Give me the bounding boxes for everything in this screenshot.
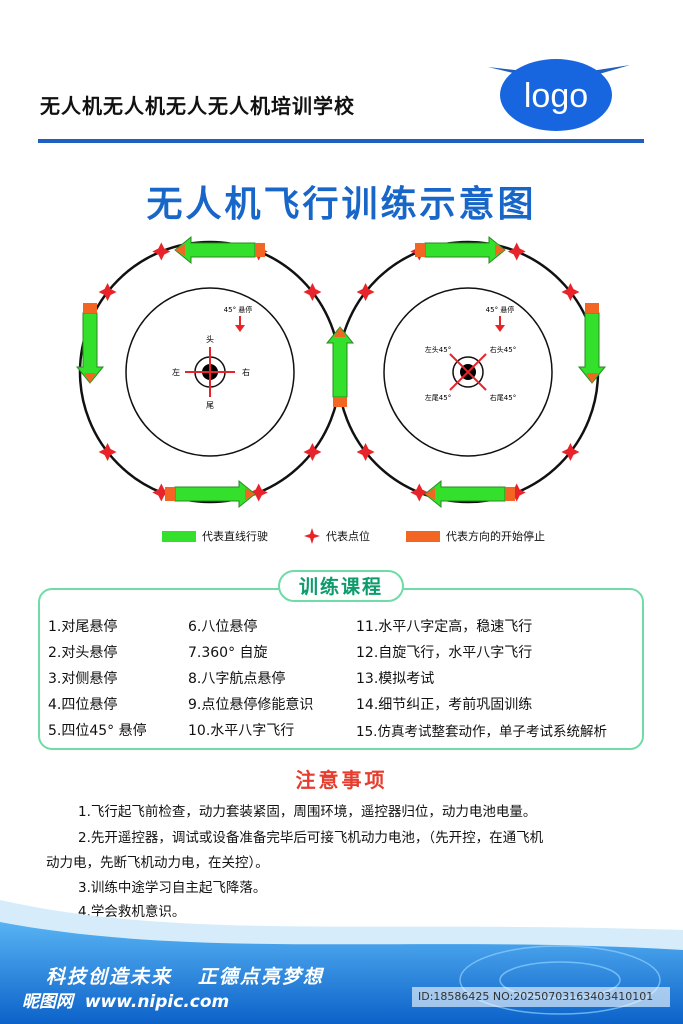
right-hover-arrow [495,325,505,332]
course-item: 12.自旋飞行，水平八字飞行 [356,645,533,661]
right-right-head-label: 右头45° [490,345,516,354]
legend: 代表直线行驶 代表点位 代表方向的开始停止 [162,528,545,544]
course-item: 13.模拟考试 [356,671,435,687]
left-left-label: 左 [172,367,180,377]
straight-arrow [75,303,105,384]
point-star-icon [303,282,322,301]
logo-text: logo [524,77,588,115]
notice-line: 1.飞行起飞前检查，动力套装紧固，周围环境，遥控器归位，动力电池电量。 [78,804,537,820]
straight-arrows [75,235,607,509]
left-right-label: 右 [242,367,250,377]
course-item: 15.仿真考试整套动作，单子考试系统解析 [356,724,607,740]
legend-green-bar-icon [162,530,196,542]
legend-orange-bar-icon [406,530,440,542]
right-inner-circle [383,287,553,457]
left-inner-circle [125,287,295,457]
point-star-icon [356,282,375,301]
straight-arrow [165,479,256,509]
course-item: 7.360° 自旋 [188,645,268,661]
right-circle-group: 左头45° 右头45° 左尾45° 右尾45° 45° 悬停 [336,240,600,504]
left-hover-arrow [235,325,245,332]
course-item: 1.对尾悬停 [48,619,118,635]
straight-arrow [577,303,607,384]
point-star-icon [303,443,322,462]
course-item: 10.水平八字飞行 [188,723,295,739]
image-id-strip: ID:18586425 NO:20250703163403410101 [412,987,670,1007]
course-item: 5.四位45° 悬停 [48,723,147,739]
slogan: 科技创造未来 正德点亮梦想 [46,966,324,988]
point-star-icon [356,443,375,462]
page-title: 无人机飞行训练示意图 [146,184,537,225]
point-star-icon [507,483,526,502]
notice-line: 2.先开遥控器，调试或设备准备完毕后可接飞机动力电池，（先开控，在通飞机 [78,830,544,846]
point-star-icon [152,483,171,502]
right-center-ring [452,356,484,388]
legend-item-straight: 代表直线行驶 [162,528,268,544]
left-hover-label: 45° 悬停 [224,305,253,314]
point-star-icon [561,282,580,301]
point-star-icon [152,242,171,261]
point-star-icon [98,443,117,462]
logo: logo [488,59,630,131]
legend-item-start-stop: 代表方向的开始停止 [406,528,545,544]
left-head-label: 头 [206,334,214,344]
legend-red-star-icon [304,528,320,544]
notice-line: 3.训练中途学习自主起飞降落。 [78,880,267,896]
notice-line: 4.学会救机意识。 [78,904,186,920]
right-hover-label: 45° 悬停 [486,305,515,314]
course-item: 8.八字航点悬停 [188,671,286,687]
left-circle-group: 头 尾 左 右 45° 悬停 [78,240,342,504]
school-name: 无人机无人机无人无人机培训学校 [40,94,355,118]
course-item: 9.点位悬停修能意识 [188,697,314,713]
legend-label: 代表直线行驶 [202,530,268,543]
notice-line: 动力电，先断飞机动力电，在关控）。 [46,855,269,871]
left-tail-label: 尾 [206,401,214,410]
straight-arrow [415,235,506,265]
point-star-icon [561,443,580,462]
point-star-icon [249,483,268,502]
straight-arrow [174,235,265,265]
header-rule [38,139,644,143]
straight-arrow [424,479,515,509]
legend-label: 代表点位 [326,530,370,543]
point-star-icon [410,483,429,502]
legend-label: 代表方向的开始停止 [446,530,545,543]
course-item: 14.细节纠正，考前巩固训练 [356,697,533,713]
course-item: 6.八位悬停 [188,619,258,635]
course-item: 3.对侧悬停 [48,671,118,687]
legend-item-point: 代表点位 [304,528,370,544]
watermark: 昵图网 www.nipic.com [22,992,230,1012]
point-star-icon [507,242,526,261]
course-item: 2.对头悬停 [48,645,118,661]
flight-diagram: 头 尾 左 右 45° 悬停 左头45° 右头45° 左尾45° 右尾45° 4… [75,235,607,509]
point-star-icon [98,282,117,301]
straight-arrow [325,326,355,407]
right-left-tail-label: 左尾45° [425,393,451,402]
course-item: 4.四位悬停 [48,697,118,713]
course-title: 训练课程 [278,570,404,602]
right-right-tail-label: 右尾45° [490,393,516,402]
course-item: 11.水平八字定高，稳速飞行 [356,619,533,635]
notice-title: 注意事项 [295,768,388,792]
right-left-head-label: 左头45° [425,345,451,354]
